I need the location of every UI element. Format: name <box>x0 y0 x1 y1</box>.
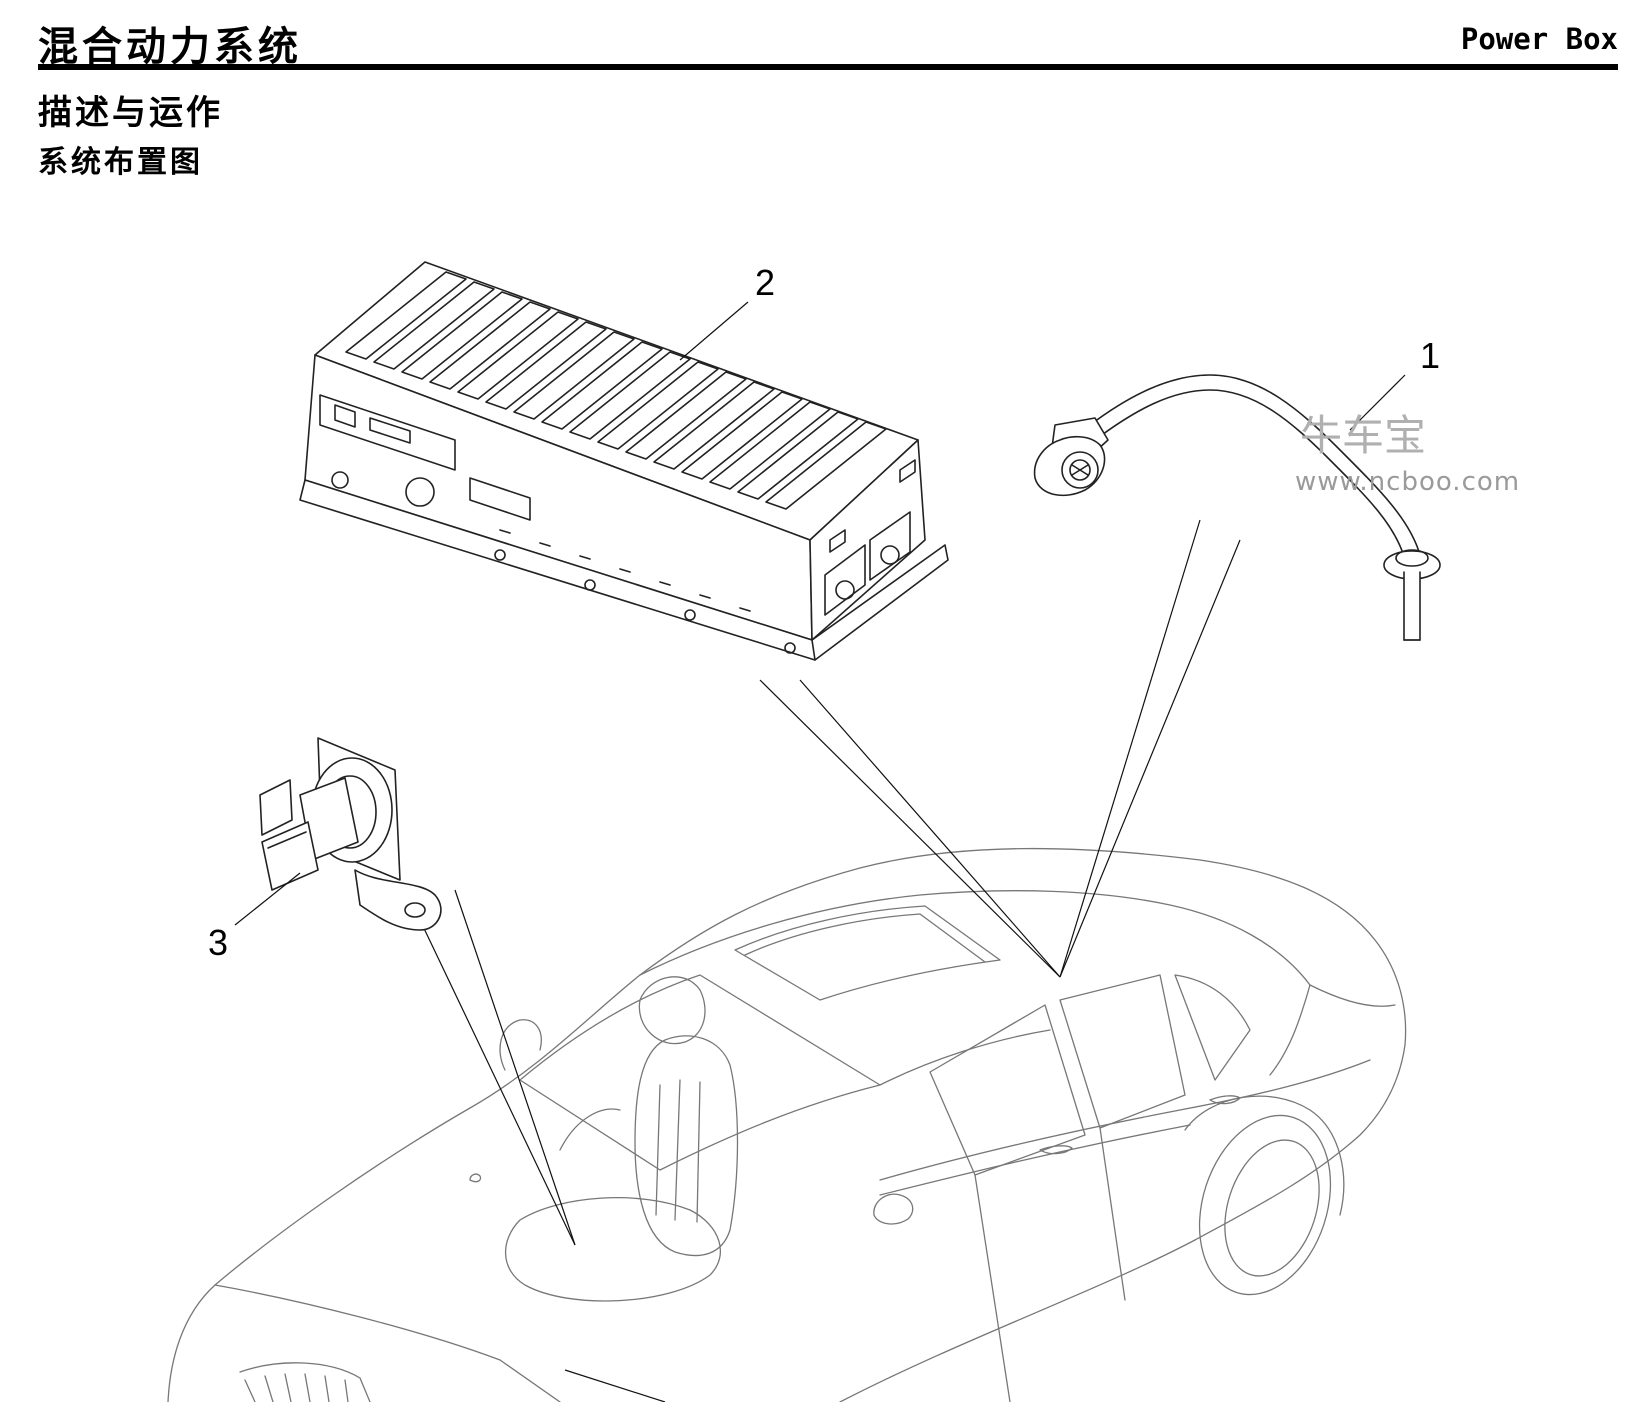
leader-lines <box>419 519 1241 1402</box>
section-heading: 描述与运作 <box>38 93 223 133</box>
callouts: 1 2 3 <box>208 262 1440 963</box>
bracket-sensor-component <box>259 737 442 931</box>
model-label: Power Box <box>1460 22 1618 56</box>
vehicle-illustration <box>167 847 1407 1402</box>
callout-3: 3 <box>208 922 228 963</box>
subsection-heading: 系统布置图 <box>38 145 203 180</box>
power-box-component <box>299 261 949 661</box>
page-header: 混合动力系统 Power Box <box>38 10 1618 70</box>
header-rule <box>38 64 1618 70</box>
watermark-brand: 牛车宝 <box>1300 411 1426 460</box>
callout-2: 2 <box>755 262 775 303</box>
watermark: 牛车宝 www.ncboo.com <box>1295 411 1520 497</box>
page-title: 混合动力系统 <box>38 24 302 70</box>
watermark-url: www.ncboo.com <box>1295 467 1520 497</box>
callout-1: 1 <box>1420 335 1440 376</box>
sensor-cable-component <box>1033 374 1441 641</box>
